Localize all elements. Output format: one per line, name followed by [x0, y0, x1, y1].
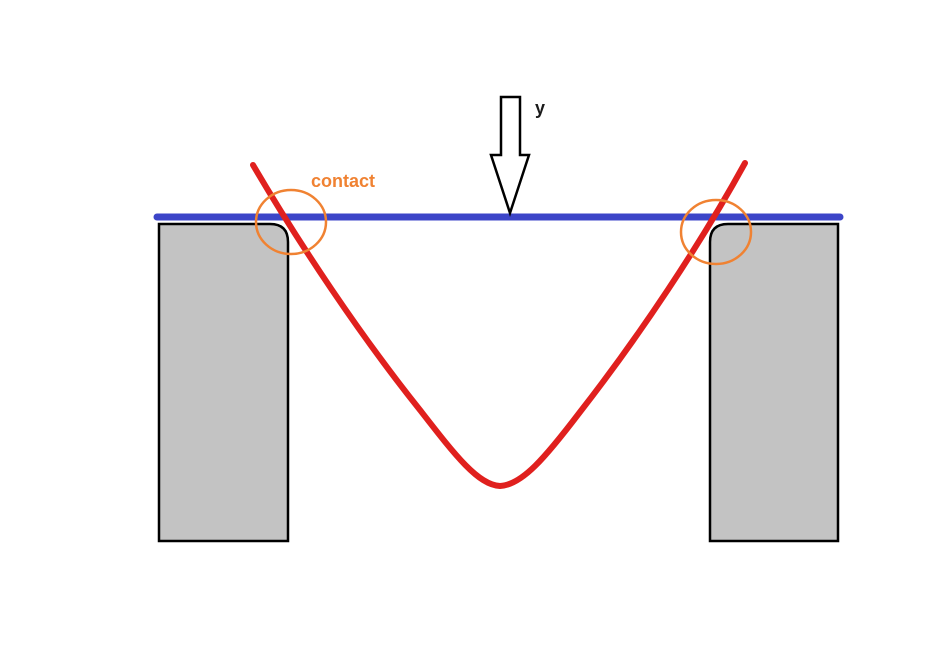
left-support [157, 222, 290, 543]
force-arrow [489, 95, 531, 218]
force-label: y [535, 98, 545, 118]
deflection-curve [250, 160, 748, 490]
right-support [708, 222, 840, 543]
contact-label: contact [311, 171, 375, 191]
right-contact-circle [679, 198, 753, 266]
left-contact-circle [254, 188, 328, 256]
